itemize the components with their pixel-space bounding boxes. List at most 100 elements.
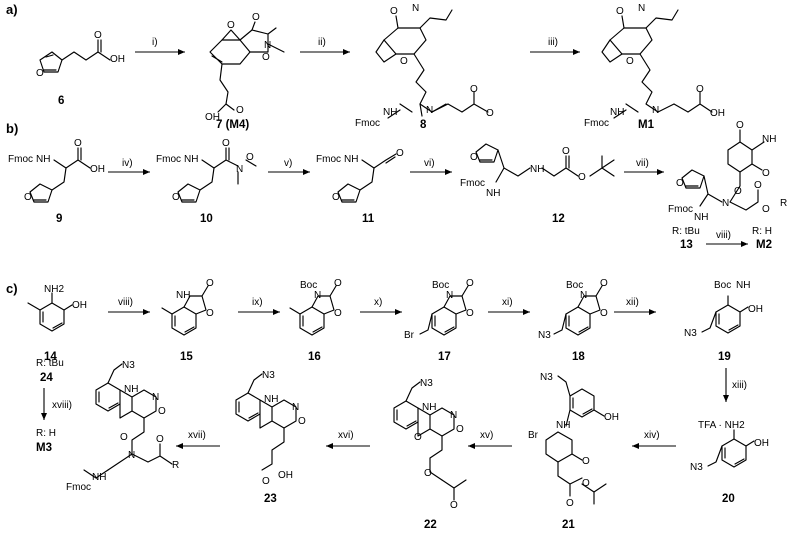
structure-8: O N O N Fmoc NH O O — [355, 3, 494, 129]
step-label-xv: xv) — [480, 430, 493, 441]
atom-label: O — [94, 30, 102, 41]
atom-label: Fmoc — [8, 154, 33, 165]
structure-18: Boc N O O N3 — [538, 278, 608, 341]
atom-label: Fmoc — [460, 178, 485, 189]
atom-label: O — [734, 186, 742, 197]
atom-label: O — [24, 192, 32, 203]
atom-label: N — [152, 392, 159, 403]
compound-label-13: 13 — [680, 239, 693, 251]
step-label-xviii: xviii) — [52, 400, 72, 411]
atom-label: Boc — [566, 280, 583, 291]
step-label-i: i) — [152, 37, 158, 48]
atom-label: O — [626, 56, 634, 67]
step-label-ix: ix) — [252, 297, 263, 308]
structure-12: O Fmoc NH NH O O — [460, 143, 615, 199]
atom-label: O — [390, 6, 398, 17]
atom-label: OH — [604, 412, 619, 423]
atom-label: N — [426, 105, 433, 116]
atom-label: N — [292, 402, 299, 413]
atom-label: OH — [748, 304, 763, 315]
atom-label: NH — [694, 212, 708, 223]
atom-label: O — [227, 20, 235, 31]
compound-label-6: 6 — [58, 95, 64, 107]
compound-label-19: 19 — [718, 351, 731, 363]
structure-24: N3 NH N O O N O R Fmoc NH — [66, 360, 179, 493]
compound-label-20: 20 — [722, 493, 735, 505]
step-label-xiv: xiv) — [644, 430, 660, 441]
structure-11: Fmoc NH O O — [316, 148, 404, 203]
atom-label: O — [582, 478, 590, 489]
atom-label: NH — [486, 188, 500, 199]
compound-label-18: 18 — [572, 351, 585, 363]
compound-label-12: 12 — [552, 213, 565, 225]
atom-label: O — [754, 180, 762, 191]
atom-label: N — [446, 290, 453, 301]
compound-label-M3: M3 — [36, 442, 52, 454]
r-group-M2: R: H — [752, 226, 772, 237]
atom-label: N3 — [684, 328, 697, 339]
step-label-vii: vii) — [636, 158, 649, 169]
atom-label: O — [762, 204, 770, 215]
atom-label: NH — [383, 107, 397, 118]
structure-14: NH2 OH — [27, 284, 87, 332]
step-label-xvi: xvi) — [338, 430, 354, 441]
step-label-iv: iv) — [122, 158, 133, 169]
step-label-vi: vi) — [424, 158, 435, 169]
atom-label: N — [236, 164, 243, 175]
section-label-c: c) — [6, 281, 18, 296]
atom-label: Boc — [432, 280, 449, 291]
atom-label: NH — [92, 472, 106, 483]
atom-label: N3 — [690, 462, 703, 473]
atom-label: O — [616, 6, 624, 17]
atom-label: NH — [36, 154, 50, 165]
step-label-xiii: xiii) — [732, 380, 747, 391]
atom-label: NH — [176, 290, 190, 301]
structure-9: Fmoc NH O OH O — [8, 138, 105, 203]
compound-label-15: 15 — [180, 351, 193, 363]
structure-19: Boc NH OH N3 — [684, 280, 763, 339]
atom-label: O — [222, 138, 230, 149]
step-label-viii-c: viii) — [118, 297, 133, 308]
r-group-13: R: tBu — [672, 226, 700, 237]
atom-label: N — [652, 105, 659, 116]
atom-label: O — [466, 308, 474, 319]
atom-label: O — [470, 152, 478, 163]
atom-label: NH — [762, 134, 776, 145]
atom-label: Fmoc — [668, 204, 693, 215]
atom-label: O — [470, 84, 478, 95]
structure-20: TFA · NH2 OH N3 — [690, 420, 769, 473]
atom-label: O — [332, 192, 340, 203]
structure-6: O O OH — [36, 30, 125, 79]
atom-label: N — [412, 3, 419, 14]
atom-label: O — [736, 120, 744, 131]
compound-label-22: 22 — [424, 519, 437, 531]
step-label-ii: ii) — [318, 37, 326, 48]
atom-label: O — [676, 178, 684, 189]
atom-label: O — [578, 172, 586, 183]
atom-label: NH — [344, 154, 358, 165]
r-group-M3: R: H — [36, 428, 56, 439]
atom-label: O — [582, 456, 590, 467]
atom-label: OH — [205, 112, 220, 123]
atom-label: O — [206, 308, 214, 319]
structure-M1: O N O N Fmoc NH O OH — [584, 3, 725, 129]
atom-label: NH — [124, 384, 138, 395]
atom-label: N — [580, 290, 587, 301]
compound-label-11: 11 — [362, 213, 375, 225]
atom-label: NH — [610, 107, 624, 118]
atom-label: N3 — [540, 372, 553, 383]
atom-label: O — [600, 278, 608, 289]
atom-label: O — [236, 105, 244, 116]
atom-label: O — [172, 192, 180, 203]
atom-label: OH — [278, 470, 293, 481]
atom-label: O — [298, 416, 306, 427]
atom-label: Fmoc — [66, 482, 91, 493]
atom-label: N — [450, 410, 457, 421]
atom-label: N3 — [122, 360, 135, 371]
atom-label: NH — [736, 280, 750, 291]
step-label-xii: xii) — [626, 297, 639, 308]
atom-label: O — [158, 406, 166, 417]
atom-label: N3 — [538, 330, 551, 341]
step-label-v: v) — [284, 158, 292, 169]
atom-label: OH — [72, 300, 87, 311]
